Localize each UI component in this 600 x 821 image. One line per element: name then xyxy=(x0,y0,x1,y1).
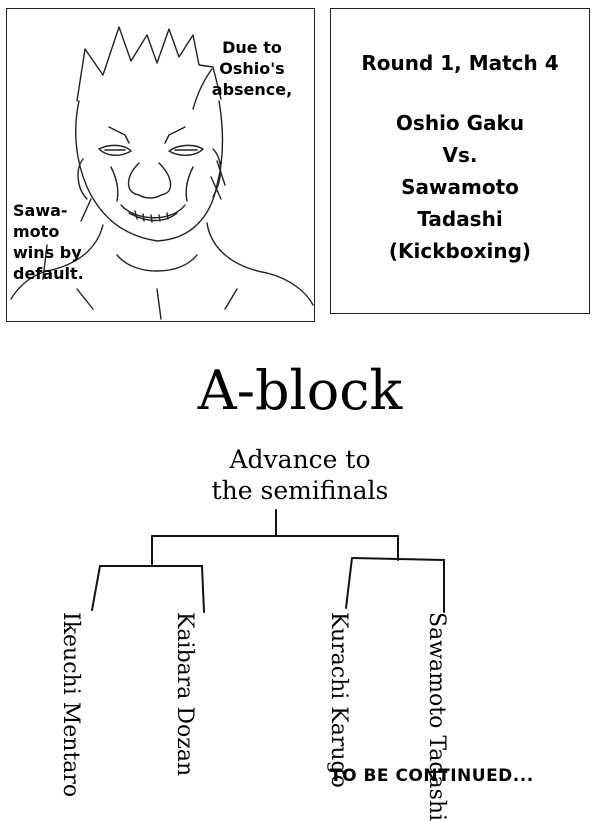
speech-line: absence, xyxy=(211,80,293,99)
match-line: (Kickboxing) xyxy=(388,239,532,263)
match-line: Oshio Gaku xyxy=(395,111,525,135)
bracket-leg-3 xyxy=(345,557,353,609)
fighter-name: Kurachi Karugo xyxy=(326,612,351,788)
speech-line: Due to xyxy=(222,38,282,57)
match-card: Oshio Gaku Vs. Sawamoto Tadashi (Kickbox… xyxy=(331,107,589,267)
match-line: Tadashi xyxy=(417,207,503,231)
fighter-name: Kaibara Dozan xyxy=(172,612,197,777)
bracket-bar-right xyxy=(351,557,445,561)
bracket-leg-1 xyxy=(91,565,101,611)
speech-bubble-default: Sawa- moto wins by default. xyxy=(13,200,105,284)
manga-panel-face: Due to Oshio's absence, Sawa- moto wins … xyxy=(6,8,315,322)
speech-bubble-absence: Due to Oshio's absence, xyxy=(202,37,302,100)
bracket-leg-2 xyxy=(201,565,205,613)
advance-label: Advance to the semifinals xyxy=(0,444,600,506)
speech-line: Oshio's xyxy=(219,59,285,78)
manga-panel-match-info: Round 1, Match 4 Oshio Gaku Vs. Sawamoto… xyxy=(330,8,590,314)
match-line: Sawamoto xyxy=(401,175,519,199)
fighter-name: Sawamoto Tadashi xyxy=(424,612,449,821)
to-be-continued: TO BE CONTINUED... xyxy=(330,766,534,786)
face-drawing xyxy=(10,26,314,320)
match-header: Round 1, Match 4 xyxy=(361,51,559,75)
match-line: Vs. xyxy=(442,143,478,167)
advance-line: Advance to xyxy=(229,445,371,474)
block-title: A-block xyxy=(197,359,403,422)
speech-line: Sawa- xyxy=(13,201,68,220)
fighter-name: Ikeuchi Mentaro xyxy=(58,612,83,798)
advance-line: the semifinals xyxy=(211,476,389,505)
speech-line: default. xyxy=(13,264,84,283)
speech-line: wins by xyxy=(13,243,82,262)
speech-line: moto xyxy=(13,222,60,241)
